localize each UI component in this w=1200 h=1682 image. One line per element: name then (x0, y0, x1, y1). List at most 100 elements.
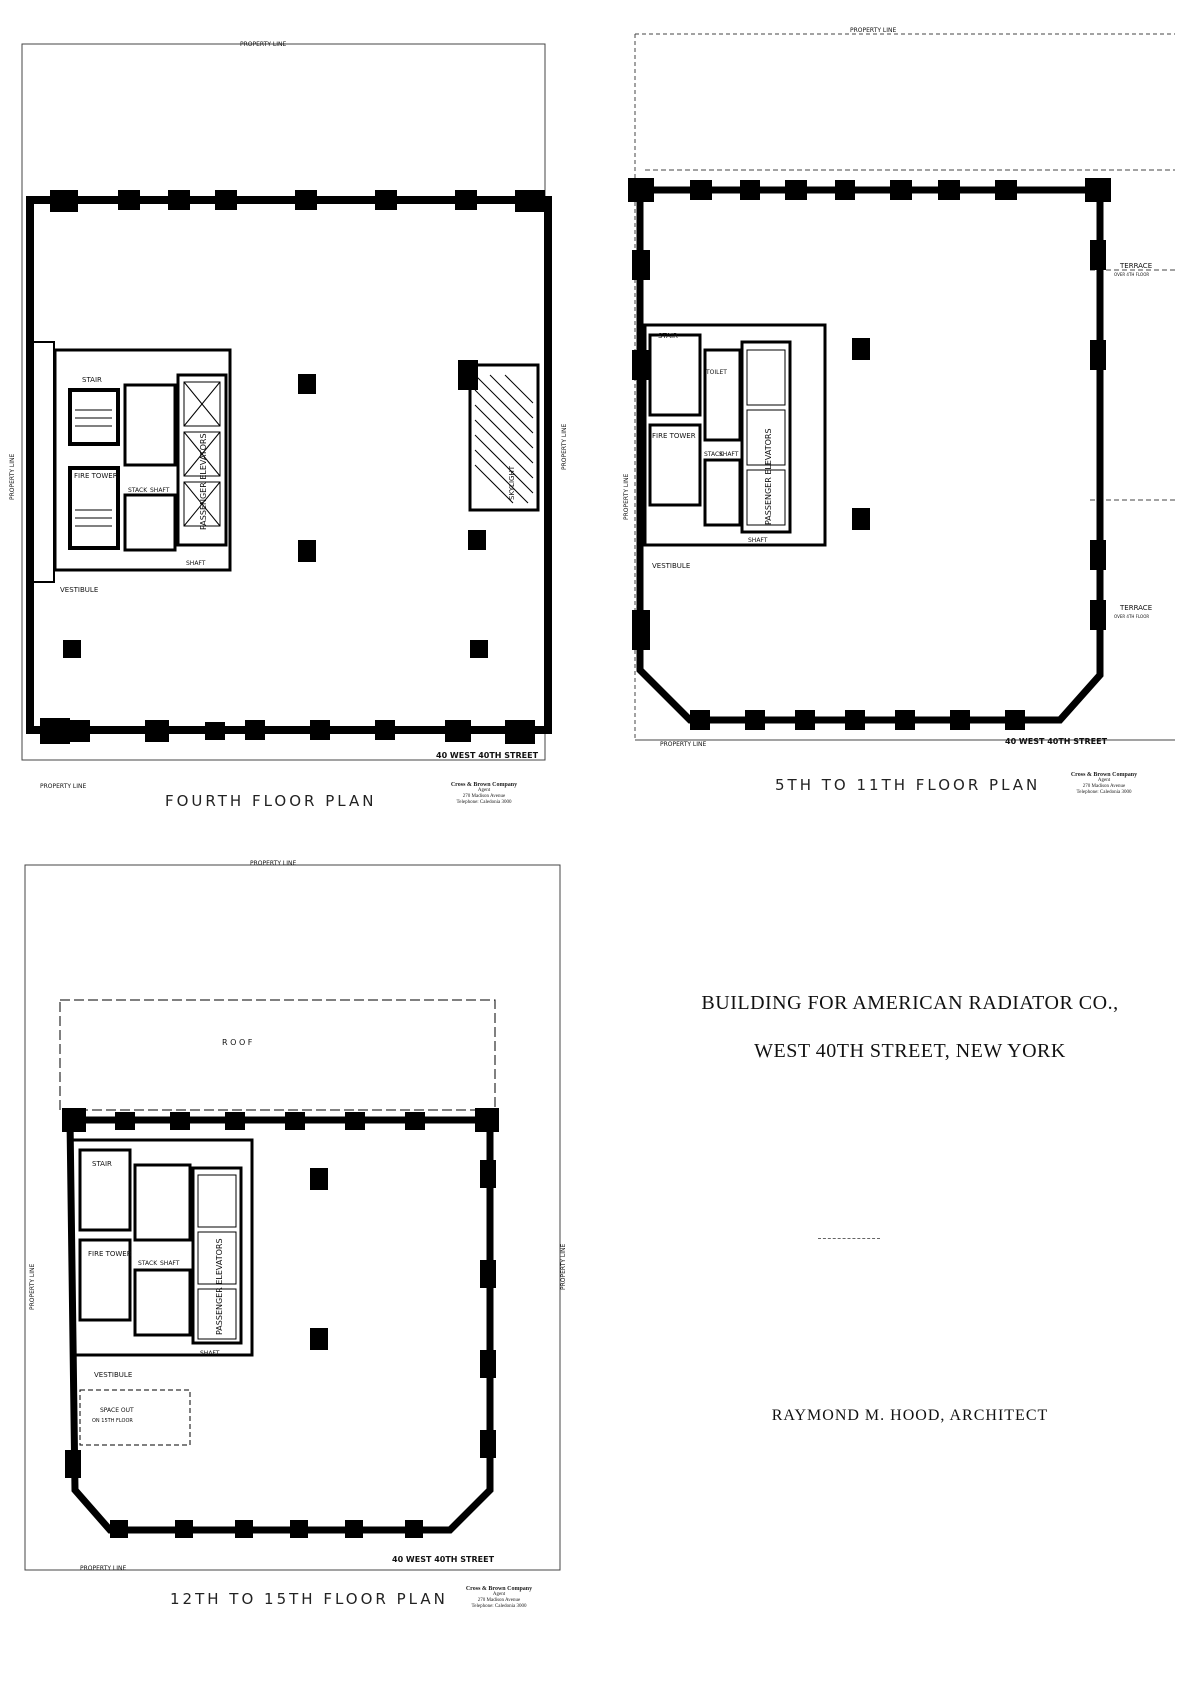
property-line-label-bottom: PROPERTY LINE (80, 1565, 126, 1572)
twelfth-to-fifteenth-floor-plan: PROPERTY LINE PROPERTY LINE PROPERTY LIN… (0, 850, 600, 1640)
fire-tower-label: FIRE TOWER (88, 1250, 132, 1258)
shaft-label-lower: SHAFT (748, 537, 768, 544)
side-piers (632, 240, 1106, 650)
stair-label: STAIR (92, 1160, 112, 1168)
elevator-cars (183, 381, 221, 527)
property-line-label-left: PROPERTY LINE (623, 474, 630, 520)
bottom-piers (690, 710, 1025, 730)
agent-stamp-3: Cross & Brown Company Agent 270 Madison … (465, 1586, 533, 1609)
top-piers (628, 178, 1111, 202)
interior-columns (63, 374, 488, 658)
skylight-hatching (474, 374, 534, 504)
skylight-pier-top (458, 360, 478, 390)
twelfth-to-fifteenth-title: 12TH TO 15TH FLOOR PLAN (170, 1590, 448, 1608)
space-out-label: SPACE OUT (100, 1407, 134, 1414)
property-line-label-left: PROPERTY LINE (9, 454, 16, 500)
toilet-block-lower (123, 493, 177, 552)
space-out-area (79, 1389, 191, 1446)
shaft-label: SHAFT (160, 1260, 180, 1267)
toilet-label: TOILET (705, 369, 727, 376)
fifth-to-eleventh-drawing: PROPERTY LINE PROPERTY LINE PROPERTY LIN… (620, 27, 1175, 748)
elevator-cars (746, 349, 786, 526)
space-out-note: ON 15TH FLOOR (92, 1418, 133, 1424)
bottom-piers (40, 718, 535, 744)
skylight (468, 363, 540, 512)
interior-columns (310, 1168, 328, 1350)
building-address: WEST 40TH STREET, NEW YORK (754, 1040, 1066, 1062)
fourth-floor-plan: PROPERTY LINE PROPERTY LINE PROPERTY LIN… (0, 30, 580, 810)
toilet-block-lower (703, 458, 742, 527)
property-line-frame (24, 864, 561, 1571)
stair-treads (75, 409, 112, 527)
shaft-label-lower: SHAFT (186, 560, 206, 567)
stair-enclosure (78, 1148, 132, 1232)
toilet-block-lower (133, 1268, 192, 1337)
stack-label: STACK (704, 451, 724, 458)
elevators-label: PASSENGER ELEVATORS (215, 1238, 224, 1335)
service-core (70, 1138, 254, 1357)
terrace-label-left: TERRACE (620, 258, 622, 291)
agent-stamp-1: Cross & Brown Company Agent 270 Madison … (450, 782, 518, 805)
shaft-label: SHAFT (150, 487, 170, 494)
property-line-label-bottom: PROPERTY LINE (40, 783, 86, 790)
fire-tower-label: FIRE TOWER (74, 472, 118, 480)
twelfth-to-fifteenth-drawing: PROPERTY LINE PROPERTY LINE PROPERTY LIN… (24, 860, 567, 1572)
stack-label: STACK (128, 487, 148, 494)
terrace-label-right-lower: TERRACE (1119, 604, 1152, 612)
shaft-label-lower: SHAFT (200, 1350, 220, 1357)
property-line-label-top: PROPERTY LINE (240, 41, 286, 48)
property-line-label-right: PROPERTY LINE (561, 424, 568, 470)
stack-label: STACK (138, 1260, 158, 1267)
elevator-cars (197, 1174, 237, 1340)
elevators-label: PASSENGER ELEVATORS (199, 433, 208, 530)
agent-stamp-2: Cross & Brown Company Agent 270 Madison … (1070, 772, 1138, 795)
service-core (643, 323, 827, 547)
top-piers (62, 1108, 499, 1132)
service-core (53, 348, 232, 572)
roof-label: R O O F (222, 1038, 253, 1047)
property-line-label-top: PROPERTY LINE (850, 27, 896, 34)
vestibule-label: VESTIBULE (94, 1371, 132, 1379)
fourth-floor-drawing: PROPERTY LINE PROPERTY LINE PROPERTY LIN… (9, 41, 568, 790)
street-label: 40 WEST 40TH STREET (392, 1555, 495, 1564)
roof-parapet (59, 999, 496, 1111)
property-line-label-top: PROPERTY LINE (250, 860, 296, 867)
elevators-label: PASSENGER ELEVATORS (764, 428, 773, 525)
toilet-block (703, 348, 742, 442)
terrace-note-right: OVER 4TH FLOOR (1114, 272, 1149, 277)
toilet-block (133, 1163, 192, 1242)
building-title: BUILDING FOR AMERICAN RADIATOR CO., (701, 992, 1119, 1014)
skylight-pier-bottom (468, 530, 486, 550)
side-piers (65, 1160, 496, 1478)
fifth-to-eleventh-title: 5TH TO 11TH FLOOR PLAN (775, 776, 1041, 794)
fifth-to-eleventh-floor-plan: PROPERTY LINE PROPERTY LINE PROPERTY LIN… (620, 20, 1200, 800)
stair-enclosure (648, 333, 702, 417)
vestibule-label: VESTIBULE (60, 586, 98, 594)
property-line-frame (21, 43, 546, 761)
fire-tower-enclosure (68, 466, 120, 550)
architect-credit: RAYMOND M. HOOD, ARCHITECT (771, 1407, 1049, 1424)
street-label: 40 WEST 40TH STREET (1005, 737, 1108, 746)
fire-tower-enclosure (78, 1238, 132, 1322)
vestibule-label: VESTIBULE (652, 562, 690, 570)
terrace-note-right-lower: OVER 4TH FLOOR (1114, 614, 1149, 619)
property-line-label-right: PROPERTY LINE (560, 1244, 567, 1290)
stair-enclosure (68, 388, 120, 446)
terrace-label-left-lower: TERRACE (620, 633, 622, 666)
elevator-bank (191, 1166, 243, 1345)
street-label: 40 WEST 40TH STREET (436, 751, 539, 760)
shaft-label: SHAFT (719, 451, 739, 458)
bottom-piers (110, 1520, 423, 1538)
fourth-floor-title: FOURTH FLOOR PLAN (165, 792, 377, 810)
elevator-bank (740, 340, 792, 534)
exterior-wall (66, 1116, 494, 1534)
divider-line (818, 1238, 880, 1239)
fire-tower-label: FIRE TOWER (652, 432, 696, 440)
skylight-label: SKYLIGHT (508, 465, 516, 500)
fire-tower-enclosure (648, 423, 702, 507)
stair-label: STAIR (82, 376, 102, 384)
interior-columns (852, 338, 870, 530)
elevator-bank (176, 373, 228, 547)
stair-label: STAIR (658, 332, 678, 340)
property-line-label-bottom: PROPERTY LINE (660, 741, 706, 748)
